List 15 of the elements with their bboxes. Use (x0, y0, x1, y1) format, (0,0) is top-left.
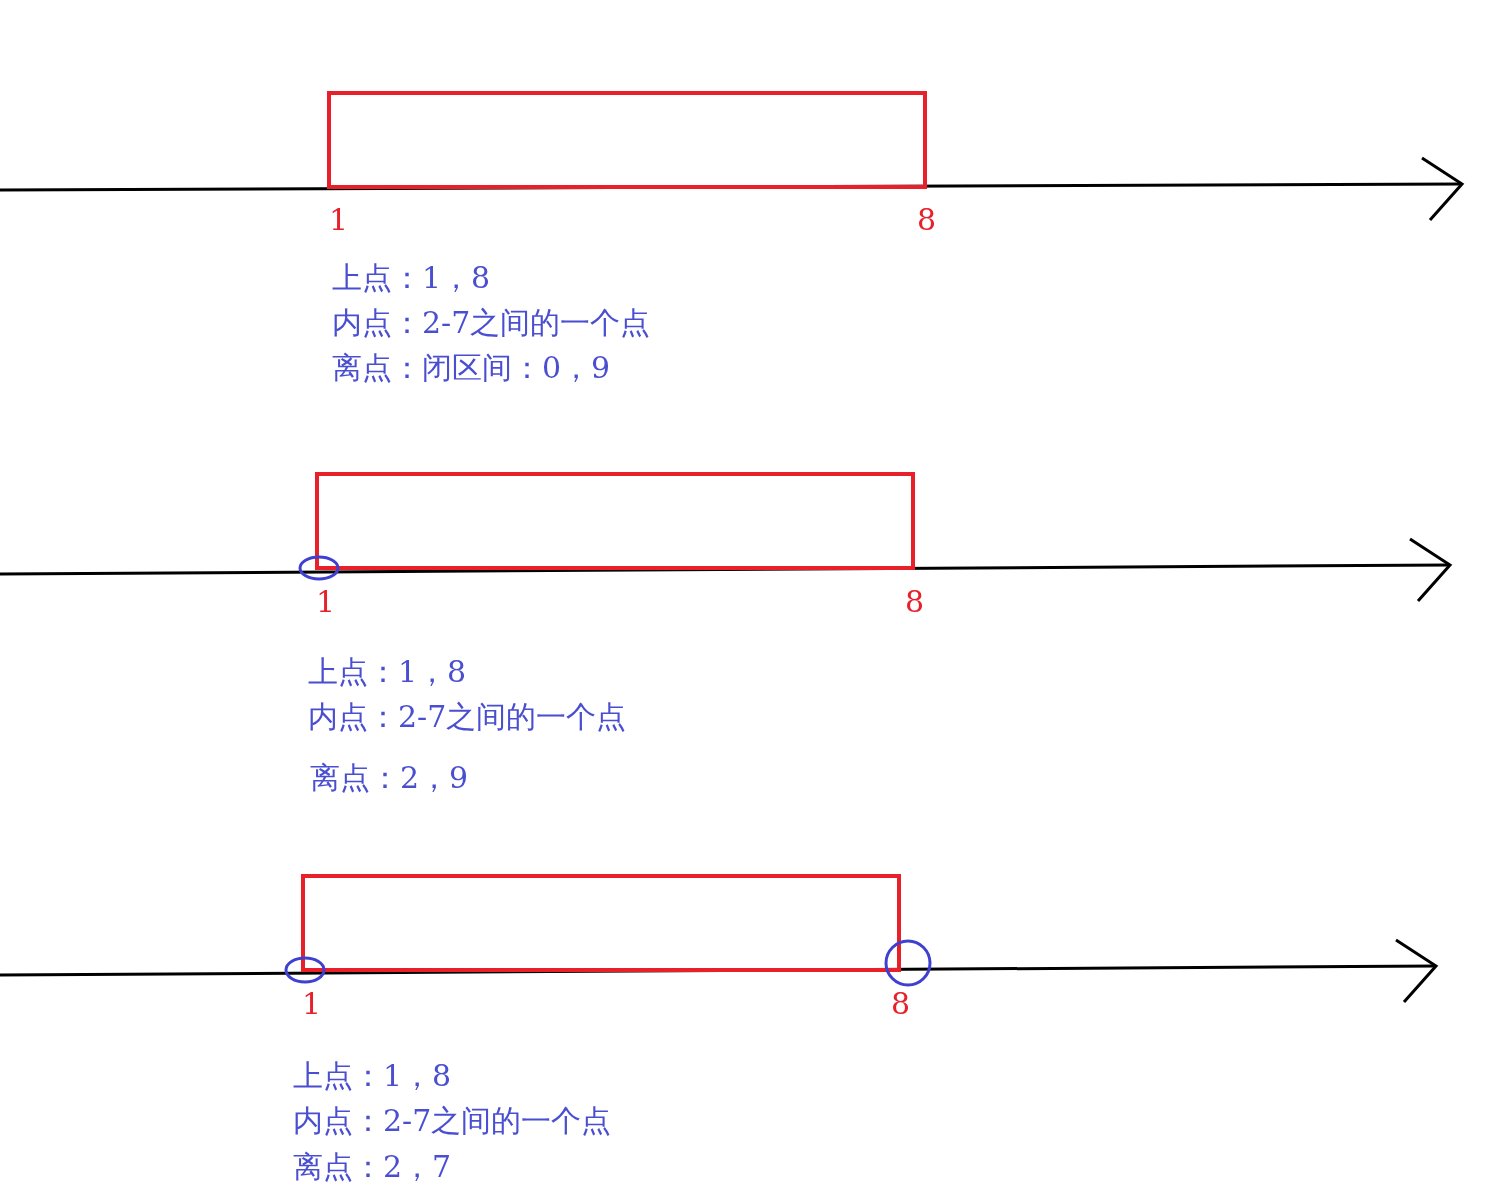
note-text: 内点：2-7之间的一个点 (308, 699, 627, 735)
note-text: 内点：2-7之间的一个点 (293, 1103, 612, 1139)
tick-number: 1 (302, 986, 322, 1022)
tick-number: 8 (891, 986, 911, 1022)
tick-number: 8 (905, 584, 925, 620)
note-text: 离点：2，7 (293, 1149, 452, 1185)
note-text: 上点：1，8 (293, 1058, 452, 1094)
tick-number: 8 (917, 202, 937, 238)
note-text: 上点：1，8 (332, 260, 491, 296)
tick-number: 1 (316, 584, 336, 620)
note-text: 上点：1，8 (308, 654, 467, 690)
note-text: 离点：闭区间：0，9 (332, 350, 611, 386)
note-text: 内点：2-7之间的一个点 (332, 305, 651, 341)
note-text: 离点：2，9 (310, 760, 469, 796)
tick-number: 1 (329, 202, 349, 238)
